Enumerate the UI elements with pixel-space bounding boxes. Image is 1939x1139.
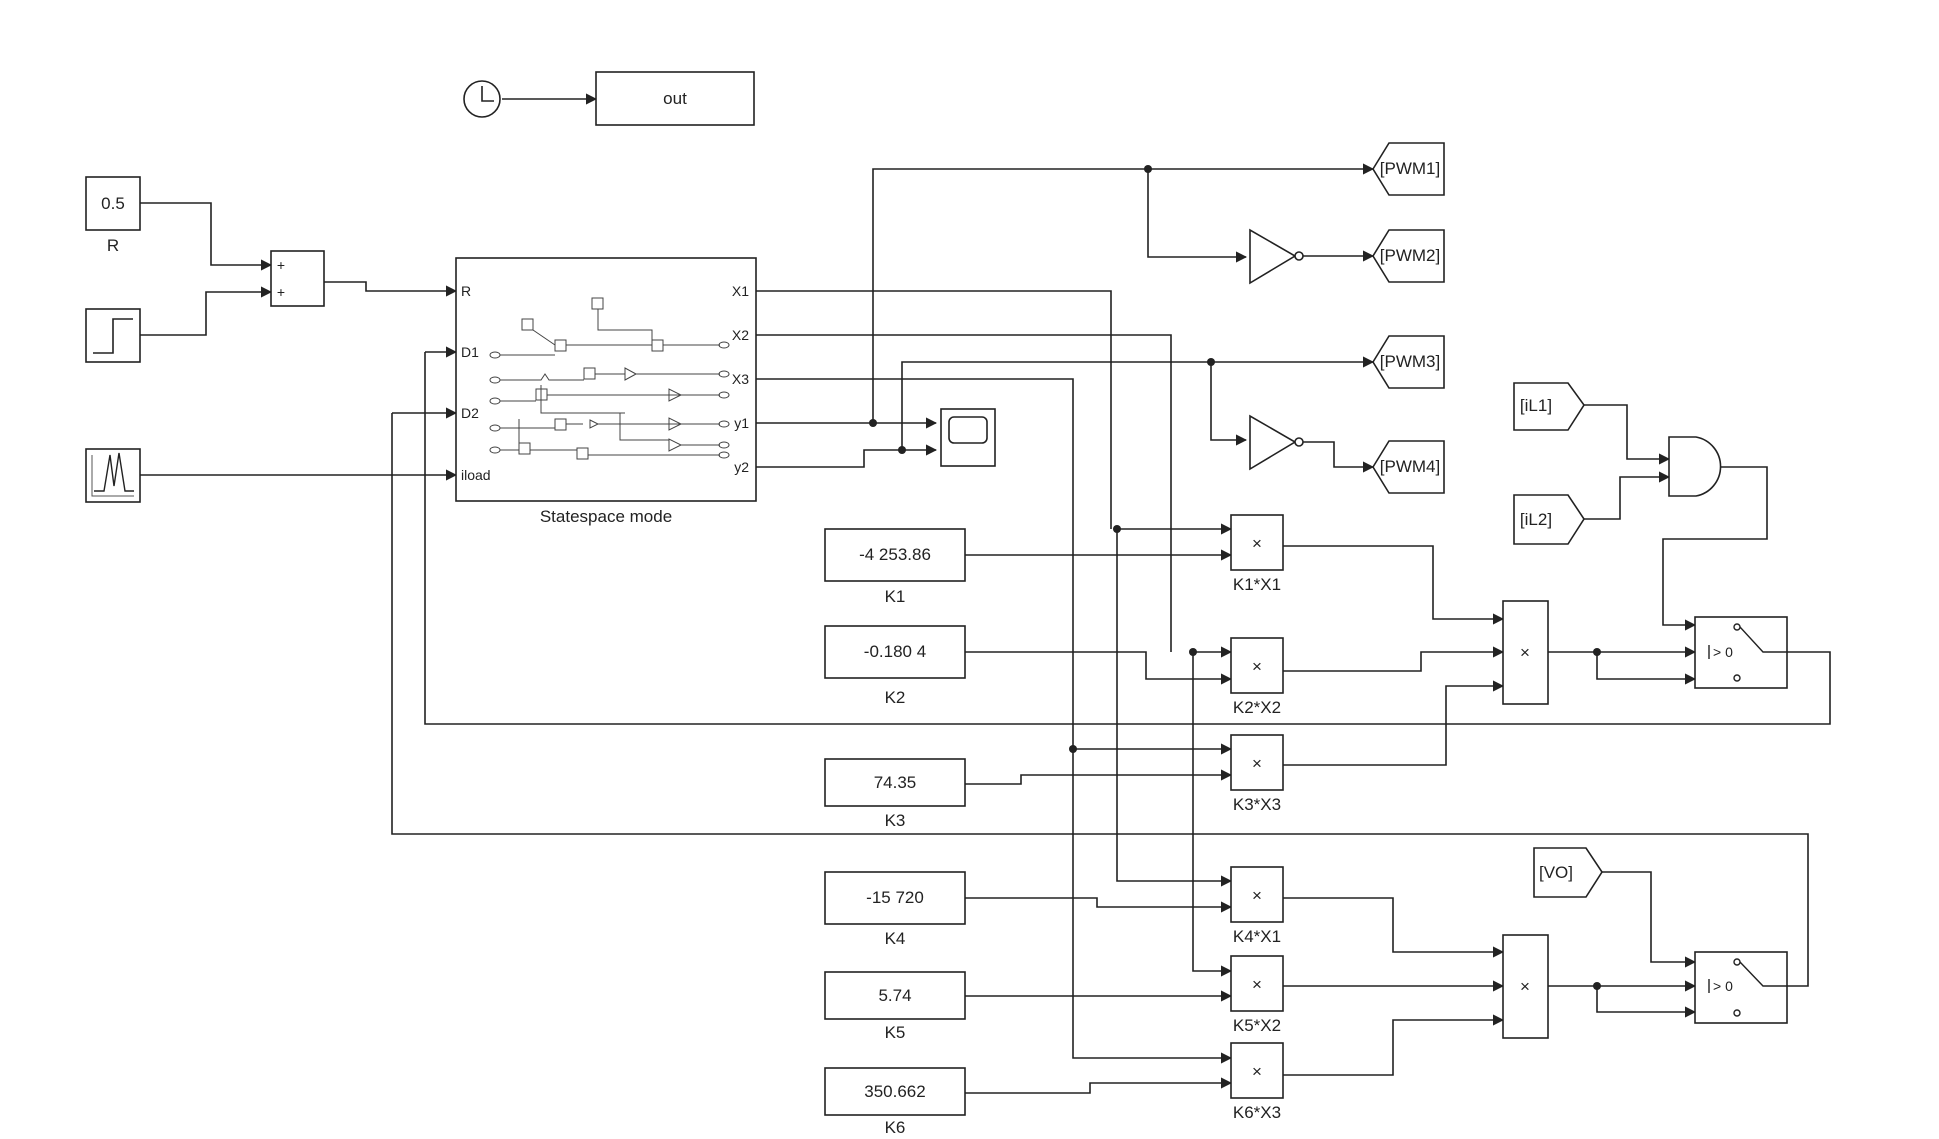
port-in-d1: D1 — [461, 344, 479, 360]
product-k4x1-label: K4*X1 — [1233, 927, 1281, 946]
multiply-block-a-symbol: × — [1520, 643, 1530, 662]
sum-block[interactable]: + + — [270, 250, 325, 307]
product-k5x2-symbol: × — [1252, 975, 1262, 994]
port-out-x1: X1 — [732, 283, 749, 299]
scope-block[interactable] — [940, 408, 996, 467]
gain-k5[interactable]: 5.74 K5 — [824, 971, 966, 1042]
r-constant-value: 0.5 — [101, 194, 125, 213]
port-out-x3: X3 — [732, 371, 749, 387]
switch-a[interactable]: > 0 — [1694, 616, 1788, 689]
port-in-d2: D2 — [461, 405, 479, 421]
goto-pwm3-label: [PWM3] — [1380, 352, 1440, 371]
product-k3x3-symbol: × — [1252, 754, 1262, 773]
product-k1x1-label: K1*X1 — [1233, 575, 1281, 594]
out-block[interactable]: out — [595, 71, 755, 126]
gain-k3-label: K3 — [885, 811, 906, 830]
sum-sign-2: + — [277, 284, 285, 300]
gain-k2-value: -0.180 4 — [864, 642, 926, 661]
switch-a-condition: > 0 — [1713, 644, 1733, 660]
gain-k6-label: K6 — [885, 1118, 906, 1137]
gain-k1[interactable]: -4 253.86 K1 — [824, 528, 966, 606]
gain-k3-value: 74.35 — [874, 773, 917, 792]
statespace-label: Statespace mode — [540, 507, 672, 526]
load-signal-block[interactable] — [85, 448, 141, 503]
port-in-r: R — [461, 283, 471, 299]
junction-dots — [869, 165, 1601, 990]
step-block[interactable] — [85, 308, 141, 363]
product-k2x2-symbol: × — [1252, 657, 1262, 676]
and-gate[interactable] — [1668, 436, 1722, 497]
port-out-x2: X2 — [732, 327, 749, 343]
multiply-block-b-symbol: × — [1520, 977, 1530, 996]
port-out-y1: y1 — [734, 415, 749, 431]
product-k5x2-label: K5*X2 — [1233, 1016, 1281, 1035]
r-constant-block[interactable]: 0.5 R — [85, 176, 141, 255]
gain-k4[interactable]: -15 720 K4 — [824, 871, 966, 948]
product-k2x2-label: K2*X2 — [1233, 698, 1281, 717]
multiply-block-a[interactable]: × — [1502, 600, 1549, 705]
not-gate-2[interactable] — [1249, 414, 1304, 471]
gain-k3[interactable]: 74.35 K3 — [824, 758, 966, 830]
goto-pwm4-label: [PWM4] — [1380, 457, 1440, 476]
gain-k4-label: K4 — [885, 929, 906, 948]
gain-k2[interactable]: -0.180 4 K2 — [824, 625, 966, 707]
gain-k6-value: 350.662 — [864, 1082, 925, 1101]
from-vo[interactable]: [VO] — [1533, 847, 1603, 898]
wires — [140, 93, 1831, 1094]
switch-b-condition: > 0 — [1713, 978, 1733, 994]
product-k3x3[interactable]: × K3*X3 — [1230, 734, 1284, 814]
signal-builder-icon — [91, 452, 134, 497]
from-il1-label: [iL1] — [1520, 396, 1552, 415]
gain-k6[interactable]: 350.662 K6 — [824, 1067, 966, 1137]
gain-k5-label: K5 — [885, 1023, 906, 1042]
out-block-label: out — [663, 89, 687, 108]
product-k6x3[interactable]: × K6*X3 — [1230, 1042, 1284, 1122]
gain-k4-value: -15 720 — [866, 888, 924, 907]
subsystem-preview-icon — [489, 297, 730, 460]
goto-pwm3[interactable]: [PWM3] — [1372, 335, 1445, 389]
statespace-subsystem[interactable]: R D1 D2 iload X1 X2 X3 y1 y2 — [455, 257, 757, 526]
product-k1x1[interactable]: × K1*X1 — [1230, 514, 1284, 594]
product-k5x2[interactable]: × K5*X2 — [1230, 955, 1284, 1035]
goto-pwm2-label: [PWM2] — [1380, 246, 1440, 265]
port-out-y2: y2 — [734, 459, 749, 475]
goto-pwm2[interactable]: [PWM2] — [1372, 229, 1445, 283]
multiply-block-b[interactable]: × — [1502, 934, 1549, 1039]
sum-sign-1: + — [277, 257, 285, 273]
product-k4x1-symbol: × — [1252, 886, 1262, 905]
from-il2[interactable]: [iL2] — [1513, 494, 1585, 545]
product-k6x3-symbol: × — [1252, 1062, 1262, 1081]
gain-k1-label: K1 — [885, 587, 906, 606]
from-il2-label: [iL2] — [1520, 510, 1552, 529]
not-gate-1[interactable] — [1249, 228, 1304, 285]
from-vo-label: [VO] — [1539, 863, 1573, 882]
product-k2x2[interactable]: × K2*X2 — [1230, 637, 1284, 717]
goto-pwm1[interactable]: [PWM1] — [1372, 142, 1445, 196]
gain-k1-value: -4 253.86 — [859, 545, 931, 564]
goto-pwm4[interactable]: [PWM4] — [1372, 440, 1445, 494]
product-k1x1-symbol: × — [1252, 534, 1262, 553]
switch-b[interactable]: > 0 — [1694, 951, 1788, 1024]
port-in-iload: iload — [461, 467, 491, 483]
scope-icon — [948, 416, 988, 444]
from-il1[interactable]: [iL1] — [1513, 382, 1585, 431]
r-constant-label: R — [107, 236, 119, 255]
step-icon — [93, 318, 133, 354]
gain-k5-value: 5.74 — [878, 986, 911, 1005]
product-k4x1[interactable]: × K4*X1 — [1230, 866, 1284, 946]
goto-pwm1-label: [PWM1] — [1380, 159, 1440, 178]
gain-k2-label: K2 — [885, 688, 906, 707]
product-k3x3-label: K3*X3 — [1233, 795, 1281, 814]
product-k6x3-label: K6*X3 — [1233, 1103, 1281, 1122]
clock-block[interactable] — [463, 80, 501, 118]
